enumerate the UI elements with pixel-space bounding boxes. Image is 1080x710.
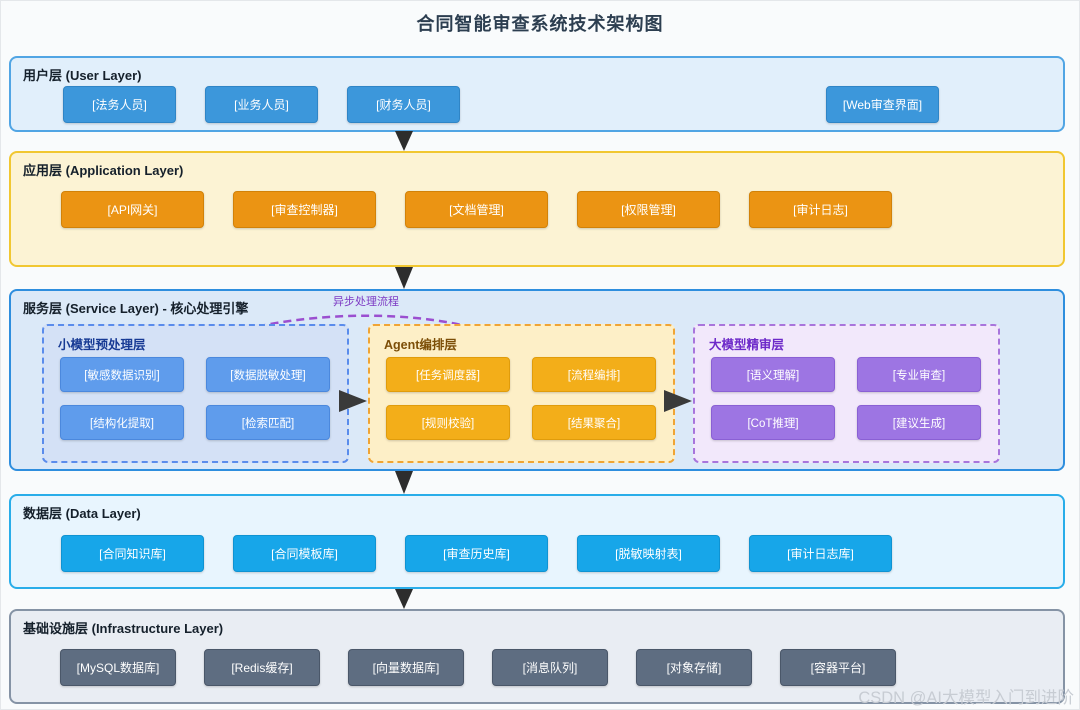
node-audit-log-base: [审计日志库]	[749, 535, 892, 572]
small-model-preprocess-group: 小模型预处理层 [敏感数据识别] [数据脱敏处理] [结构化提取] [检索匹配]	[42, 324, 349, 463]
node-data-masking: [数据脱敏处理]	[206, 357, 330, 392]
node-professional-review: [专业审查]	[857, 357, 981, 392]
user-layer: 用户层 (User Layer) [法务人员] [业务人员] [财务人员] [W…	[9, 56, 1065, 132]
arrow-data-to-infra	[395, 589, 413, 609]
node-permission-management: [权限管理]	[577, 191, 720, 228]
node-structured-extraction: [结构化提取]	[60, 405, 184, 440]
node-result-aggregation: [结果聚合]	[532, 405, 656, 440]
service-layer: 服务层 (Service Layer) - 核心处理引擎 异步处理流程 小模型预…	[9, 289, 1065, 471]
agent-row-1: [任务调度器] [流程编排]	[386, 357, 656, 392]
node-audit-log: [审计日志]	[749, 191, 892, 228]
async-flow-label: 异步处理流程	[333, 296, 399, 308]
node-review-controller: [审查控制器]	[233, 191, 376, 228]
arrow-agent-to-llm	[664, 390, 692, 412]
node-semantic-understanding: [语义理解]	[711, 357, 835, 392]
node-cot-reasoning: [CoT推理]	[711, 405, 835, 440]
agent-orchestration-title: Agent编排层	[384, 338, 457, 352]
node-message-queue: [消息队列]	[492, 649, 608, 686]
node-rule-validation: [规则校验]	[386, 405, 510, 440]
node-suggestion-generation: [建议生成]	[857, 405, 981, 440]
node-task-scheduler: [任务调度器]	[386, 357, 510, 392]
small-model-row-2: [结构化提取] [检索匹配]	[60, 405, 330, 440]
small-model-row-1: [敏感数据识别] [数据脱敏处理]	[60, 357, 330, 392]
arrow-service-to-data	[395, 471, 413, 494]
llm-row-1: [语义理解] [专业审查]	[711, 357, 981, 392]
node-flow-orchestration: [流程编排]	[532, 357, 656, 392]
application-layer-label: 应用层 (Application Layer)	[23, 163, 184, 178]
node-contract-template-base: [合同模板库]	[233, 535, 376, 572]
node-sensitive-data-recognition: [敏感数据识别]	[60, 357, 184, 392]
application-layer-nodes: [API网关] [审查控制器] [文档管理] [权限管理] [审计日志]	[61, 191, 892, 228]
node-mysql-database: [MySQL数据库]	[60, 649, 176, 686]
arrow-user-to-app	[395, 131, 413, 151]
node-retrieval-matching: [检索匹配]	[206, 405, 330, 440]
arrow-app-to-service	[395, 267, 413, 289]
node-masking-mapping-table: [脱敏映射表]	[577, 535, 720, 572]
agent-orchestration-group: Agent编排层 [任务调度器] [流程编排] [规则校验] [结果聚合]	[368, 324, 675, 463]
diagram-title: 合同智能审查系统技术架构图	[416, 14, 664, 34]
service-layer-label: 服务层 (Service Layer) - 核心处理引擎	[23, 301, 249, 316]
llm-review-group: 大模型精审层 [语义理解] [专业审查] [CoT推理] [建议生成]	[693, 324, 1000, 463]
agent-row-2: [规则校验] [结果聚合]	[386, 405, 656, 440]
data-layer: 数据层 (Data Layer) [合同知识库] [合同模板库] [审查历史库]…	[9, 494, 1065, 589]
data-layer-label: 数据层 (Data Layer)	[23, 506, 141, 521]
user-layer-label: 用户层 (User Layer)	[23, 68, 142, 83]
user-layer-nodes: [法务人员] [业务人员] [财务人员]	[63, 86, 460, 123]
node-container-platform: [容器平台]	[780, 649, 896, 686]
arrow-preprocess-to-agent	[339, 390, 367, 412]
csdn-watermark: CSDN @AI大模型入门到进阶	[858, 689, 1074, 707]
llm-row-2: [CoT推理] [建议生成]	[711, 405, 981, 440]
node-vector-database: [向量数据库]	[348, 649, 464, 686]
node-document-management: [文档管理]	[405, 191, 548, 228]
infrastructure-layer-nodes: [MySQL数据库] [Redis缓存] [向量数据库] [消息队列] [对象存…	[60, 649, 896, 686]
node-api-gateway: [API网关]	[61, 191, 204, 228]
llm-review-title: 大模型精审层	[709, 338, 785, 352]
node-redis-cache: [Redis缓存]	[204, 649, 320, 686]
infrastructure-layer: 基础设施层 (Infrastructure Layer) [MySQL数据库] …	[9, 609, 1065, 704]
application-layer: 应用层 (Application Layer) [API网关] [审查控制器] …	[9, 151, 1065, 267]
small-model-preprocess-title: 小模型预处理层	[58, 338, 146, 352]
infrastructure-layer-label: 基础设施层 (Infrastructure Layer)	[23, 621, 224, 636]
node-legal-staff: [法务人员]	[63, 86, 176, 123]
node-business-staff: [业务人员]	[205, 86, 318, 123]
node-object-storage: [对象存储]	[636, 649, 752, 686]
node-contract-knowledge-base: [合同知识库]	[61, 535, 204, 572]
node-finance-staff: [财务人员]	[347, 86, 460, 123]
node-web-review-ui: [Web审查界面]	[826, 86, 939, 123]
node-review-history-base: [审查历史库]	[405, 535, 548, 572]
data-layer-nodes: [合同知识库] [合同模板库] [审查历史库] [脱敏映射表] [审计日志库]	[61, 535, 892, 572]
